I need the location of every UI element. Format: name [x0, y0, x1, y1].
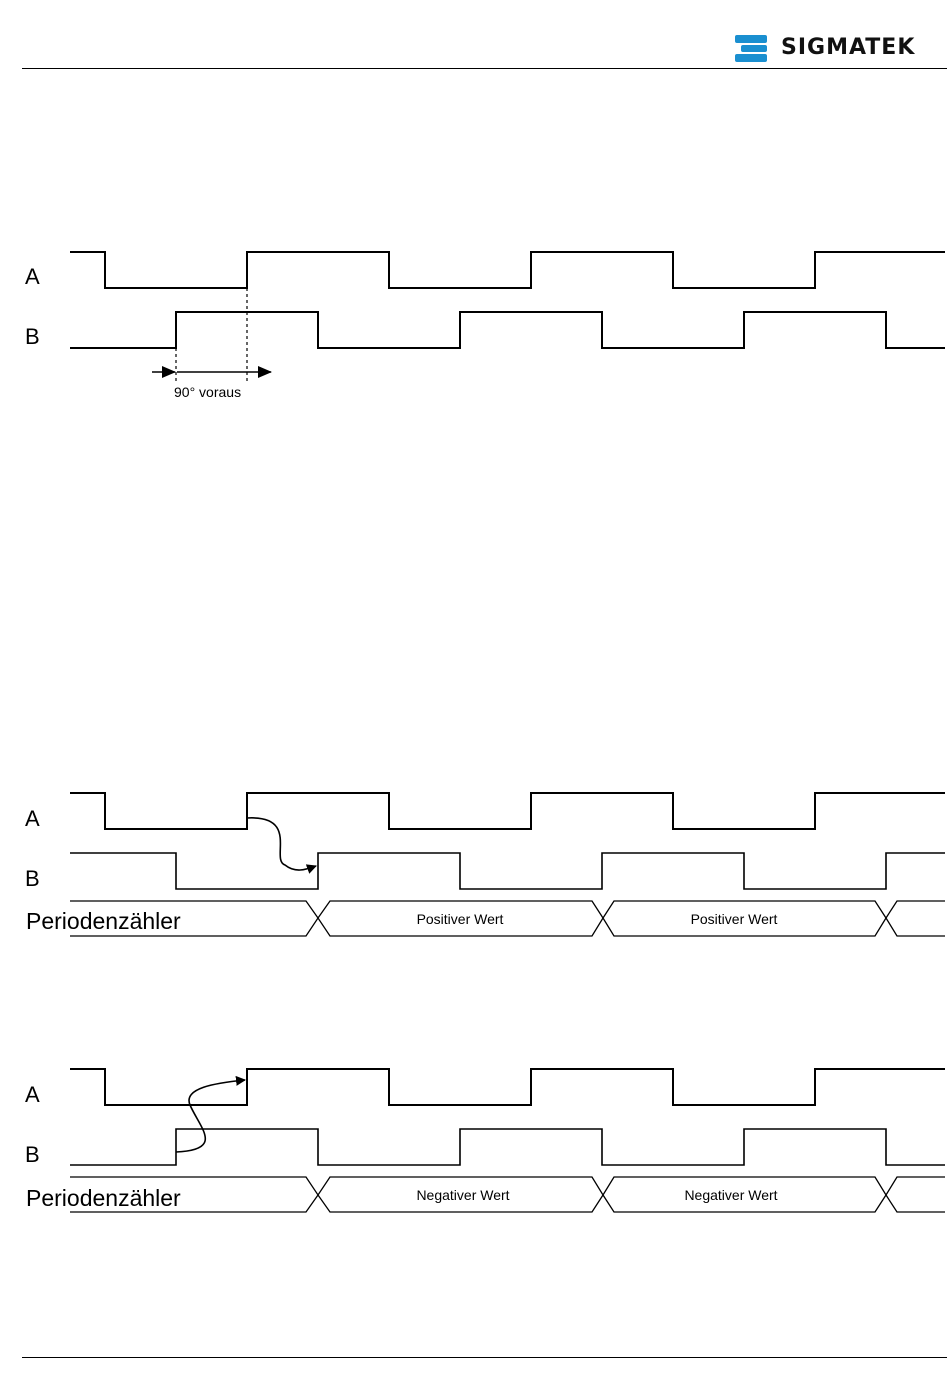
brand-name: SIGMATEK [781, 35, 915, 60]
diagram1-signal-b-wave [70, 312, 945, 348]
diagram2-segment-1: Positiver Wert [360, 911, 560, 927]
diagram2-segment-2: Positiver Wert [634, 911, 834, 927]
diagram1-phase-note: 90° voraus [174, 384, 241, 400]
diagram2-signal-a-wave [70, 793, 945, 829]
diagram2-label-b: B [25, 866, 40, 892]
diagram3-counter-label: Periodenzähler [26, 1185, 181, 1212]
diagram2-label-a: A [25, 806, 40, 832]
diagram3-segment-1: Negativer Wert [363, 1187, 563, 1203]
diagram3-edge-arrow [176, 1080, 245, 1152]
diagram1-label-b: B [25, 324, 40, 350]
diagram1-label-a: A [25, 264, 40, 290]
diagram2-counter-label: Periodenzähler [26, 908, 181, 935]
diagram3-signal-a-wave [70, 1069, 945, 1105]
diagram1-waveforms [70, 252, 945, 382]
footer-rule [22, 1357, 947, 1358]
diagram3-segment-2: Negativer Wert [631, 1187, 831, 1203]
diagram2-edge-arrow [247, 818, 316, 870]
sigmatek-logo-icon [735, 35, 767, 62]
diagram3-label-a: A [25, 1082, 40, 1108]
diagram1-signal-a-wave [70, 252, 945, 288]
header-rule [22, 68, 947, 69]
diagram2-signal-b-wave [70, 853, 945, 889]
diagram3-label-b: B [25, 1142, 40, 1168]
